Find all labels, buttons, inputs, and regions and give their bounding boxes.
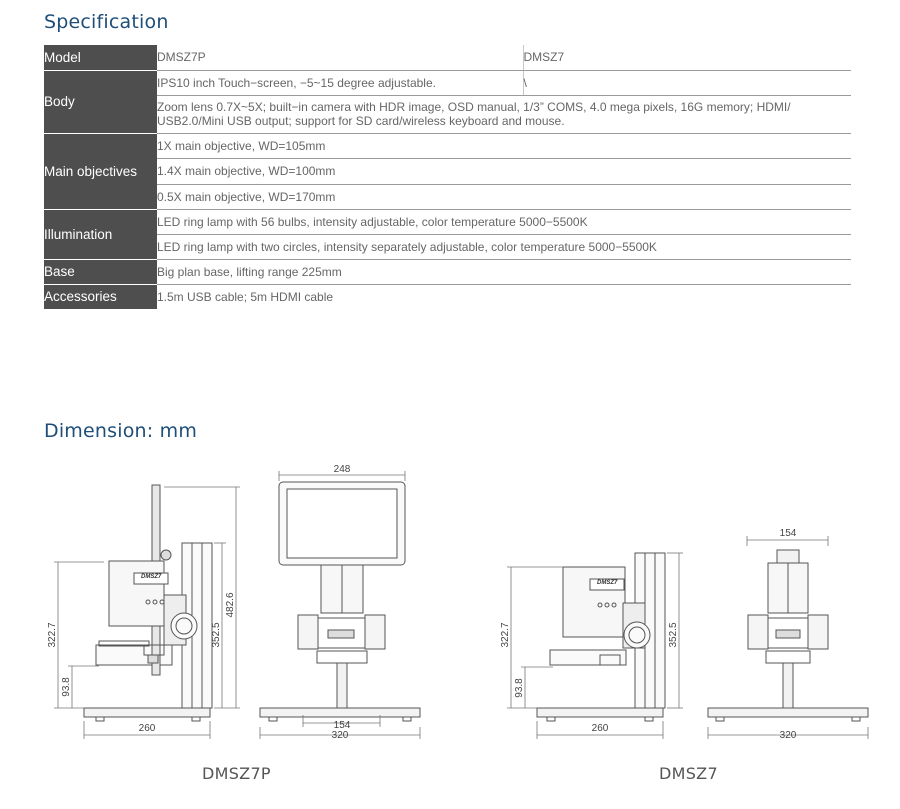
dmsz7p-front-view-drawing: 248 154 320 <box>259 464 421 741</box>
dmsz7p-side-logo: DMSZ7 <box>141 574 162 580</box>
dim-height-base: 93.8 <box>61 677 72 697</box>
illumination-56-bulbs: LED ring lamp with 56 bulbs, intensity a… <box>157 209 851 235</box>
table-row-illumination-2: LED ring lamp with two circles, intensit… <box>44 234 851 260</box>
row-label-model: Model <box>44 45 157 71</box>
table-row-objective-3: 0.5X main objective, WD=170mm <box>44 184 851 210</box>
objective-1x: 1X main objective, WD=105mm <box>157 133 851 159</box>
dim-height-base-dmsz7: 93.8 <box>514 678 525 698</box>
table-row-objective-2: 1.4X main objective, WD=100mm <box>44 158 851 185</box>
body-camera-line-1: Zoom lens 0.7X~5X; built−in camera with … <box>157 100 791 114</box>
model-dmsz7p: DMSZ7P <box>157 45 523 71</box>
row-label-objectives: Main objectives <box>44 133 157 210</box>
base-value: Big plan base, lifting range 225mm <box>157 259 851 285</box>
row-label-illumination: Illumination <box>44 209 157 260</box>
dim-width-base-front: 320 <box>332 730 349 741</box>
table-row-objective-1: Main objectives 1X main objective, WD=10… <box>44 133 851 210</box>
body-screen-dmsz7p: IPS10 inch Touch−screen, −5~15 degree ad… <box>157 70 523 96</box>
dmsz7-side-view-drawing: DMSZ7 322.7 93.8 352.5 260 <box>500 552 683 739</box>
model-dmsz7: DMSZ7 <box>522 45 851 71</box>
dmsz7-side-logo: DMSZ7 <box>597 580 618 586</box>
dim-width-screen: 248 <box>334 464 351 475</box>
dim-width-head: 154 <box>780 528 797 539</box>
objective-0-5x: 0.5X main objective, WD=170mm <box>157 184 851 210</box>
row-label-accessories: Accessories <box>44 284 157 310</box>
dim-width-base-dmsz7: 260 <box>592 723 609 734</box>
caption-dmsz7: DMSZ7 <box>659 764 718 783</box>
objective-1-4x: 1.4X main objective, WD=100mm <box>157 158 851 185</box>
illumination-two-circles: LED ring lamp with two circles, intensit… <box>157 234 851 260</box>
table-row-base: Base Big plan base, lifting range 225mm <box>44 259 851 285</box>
table-row-accessories: Accessories 1.5m USB cable; 5m HDMI cabl… <box>44 284 851 310</box>
specification-table: Model DMSZ7P DMSZ7 Body IPS10 inch Touch… <box>44 45 851 310</box>
row-label-base: Base <box>44 259 157 285</box>
dim-width-stage: 154 <box>334 720 351 731</box>
table-row-body-2: Zoom lens 0.7X~5X; built−in camera with … <box>44 95 851 134</box>
dim-width-base: 260 <box>139 723 156 734</box>
row-label-body: Body <box>44 70 157 134</box>
body-screen-dmsz7: \ <box>522 70 851 96</box>
body-camera-line-2: USB2.0/Mini USB output; support for SD c… <box>157 114 565 128</box>
caption-dmsz7p: DMSZ7P <box>202 764 271 783</box>
accessories-value: 1.5m USB cable; 5m HDMI cable <box>157 289 334 304</box>
table-row-body-1: Body IPS10 inch Touch−screen, −5~15 degr… <box>44 70 851 134</box>
dim-height-column-dmsz7: 352.5 <box>668 622 679 647</box>
table-row-illumination-1: Illumination LED ring lamp with 56 bulbs… <box>44 209 851 260</box>
body-camera-description: Zoom lens 0.7X~5X; built−in camera with … <box>157 95 851 134</box>
dmsz7p-side-view-drawing: DMSZ7 322.7 93.8 352.5 482.6 260 <box>47 484 240 739</box>
dim-height-screen: 482.6 <box>225 592 236 617</box>
dim-height-total-dmsz7: 322.7 <box>500 622 511 647</box>
dim-height-total: 322.7 <box>47 622 58 647</box>
table-row-model: Model DMSZ7P DMSZ7 <box>44 45 851 71</box>
dim-height-column: 352.5 <box>211 622 222 647</box>
dimension-heading: Dimension: mm <box>44 420 198 442</box>
dim-width-base-front-dmsz7: 320 <box>780 730 797 741</box>
specification-heading: Specification <box>44 11 169 33</box>
dmsz7-front-view-drawing: 154 320 <box>707 528 869 741</box>
